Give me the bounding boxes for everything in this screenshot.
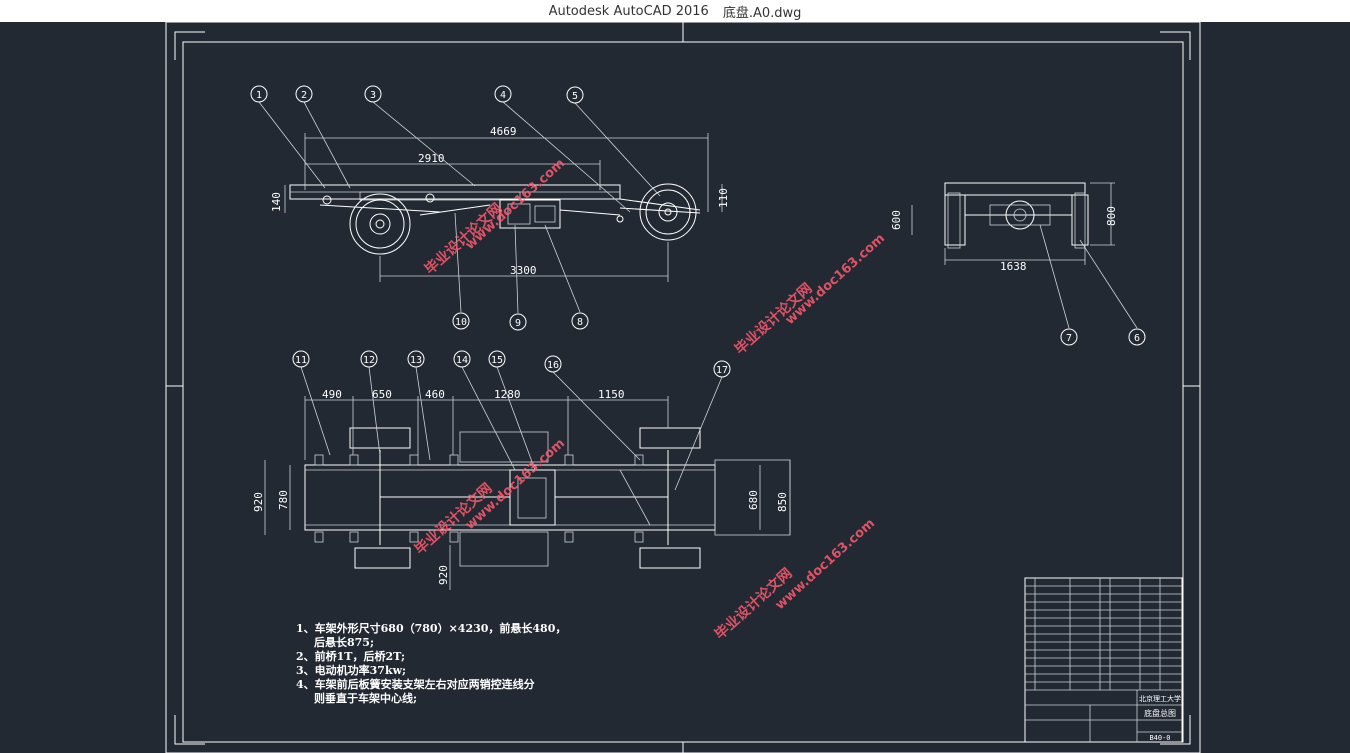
side-view: 4669 2910 140 110 3300 1 2 3 4 5 10 9 8 — [250, 85, 730, 331]
balloon-16: 16 — [547, 360, 559, 371]
app-title: Autodesk AutoCAD 2016 — [548, 3, 709, 19]
balloon-6: 6 — [1134, 333, 1140, 344]
note-line: 3、电动机功率37kw; — [296, 664, 407, 677]
dim-2910: 2910 — [418, 152, 445, 165]
balloon-11: 11 — [295, 355, 307, 366]
balloon-8: 8 — [577, 317, 583, 328]
cad-drawing: 4669 2910 140 110 3300 1 2 3 4 5 10 9 8 — [165, 22, 1201, 753]
balloon-15: 15 — [491, 355, 503, 366]
balloon-4: 4 — [500, 90, 506, 101]
balloon-12: 12 — [363, 355, 375, 366]
side-balloons: 1 2 3 4 5 10 9 8 — [250, 85, 589, 331]
balloon-7: 7 — [1066, 333, 1072, 344]
technical-notes: 1、车架外形尺寸680（780）×4230，前悬长480， 后悬长875; 2、… — [296, 622, 566, 706]
title-block-school: 北京理工大学 — [1139, 694, 1181, 703]
balloon-2: 2 — [301, 90, 307, 101]
watermark-url-4: www.doc163.com — [773, 516, 878, 613]
balloon-13: 13 — [410, 355, 422, 366]
dim-650: 650 — [372, 388, 392, 401]
note-line: 则垂直于车架中心线; — [314, 692, 418, 705]
dim-1638: 1638 — [1000, 260, 1027, 273]
balloon-3: 3 — [370, 90, 376, 101]
dim-850: 850 — [776, 492, 789, 512]
dim-490: 490 — [322, 388, 342, 401]
drawing-canvas[interactable]: 4669 2910 140 110 3300 1 2 3 4 5 10 9 8 — [0, 22, 1350, 753]
balloon-5: 5 — [572, 91, 578, 102]
title-bar: Autodesk AutoCAD 2016 底盘.A0.dwg — [0, 0, 1350, 23]
dim-110: 110 — [717, 188, 730, 208]
dim-460: 460 — [425, 388, 445, 401]
rear-view: 1638 600 800 7 6 — [890, 182, 1146, 346]
watermark-cn-2: 毕业设计论文网 — [731, 280, 815, 358]
balloon-9: 9 — [515, 318, 521, 329]
dim-780: 780 — [277, 490, 290, 510]
note-line: 后悬长875; — [314, 636, 375, 649]
title-block-drawing-name: 底盘总图 — [1144, 708, 1176, 718]
dim-680: 680 — [747, 490, 760, 510]
dim-600: 600 — [890, 210, 903, 230]
dim-3300: 3300 — [510, 264, 537, 277]
balloon-10: 10 — [455, 317, 467, 328]
dim-1150: 1150 — [598, 388, 625, 401]
dim-140: 140 — [270, 192, 283, 212]
balloon-17: 17 — [716, 365, 728, 376]
note-line: 4、车架前后板簧安装支架左右对应两销控连线分 — [296, 678, 535, 691]
top-view: 490 650 460 1280 1150 920 780 680 850 92… — [252, 350, 791, 590]
corner-marks — [166, 22, 1200, 753]
watermark-url-2: www.doc163.com — [783, 231, 888, 328]
title-block: 北京理工大学 底盘总图 B40-0 — [1024, 577, 1183, 743]
dim-4669: 4669 — [490, 125, 517, 138]
dim-920-left: 920 — [252, 492, 265, 512]
balloon-14: 14 — [456, 355, 468, 366]
dim-920-bottom: 920 — [437, 565, 450, 585]
title-block-drawing-no: B40-0 — [1149, 734, 1170, 742]
file-name: 底盘.A0.dwg — [722, 5, 802, 21]
watermarks: 毕业设计论文网 www.doc163.com 毕业设计论文网 www.doc16… — [411, 156, 888, 643]
note-line: 2、前桥1T，后桥2T; — [296, 650, 406, 663]
balloon-1: 1 — [256, 90, 262, 101]
sheet-outer-border — [165, 22, 1201, 753]
dim-800: 800 — [1105, 206, 1118, 226]
watermark-url-3: www.doc163.com — [463, 436, 568, 533]
note-line: 1、车架外形尺寸680（780）×4230，前悬长480， — [296, 622, 567, 635]
